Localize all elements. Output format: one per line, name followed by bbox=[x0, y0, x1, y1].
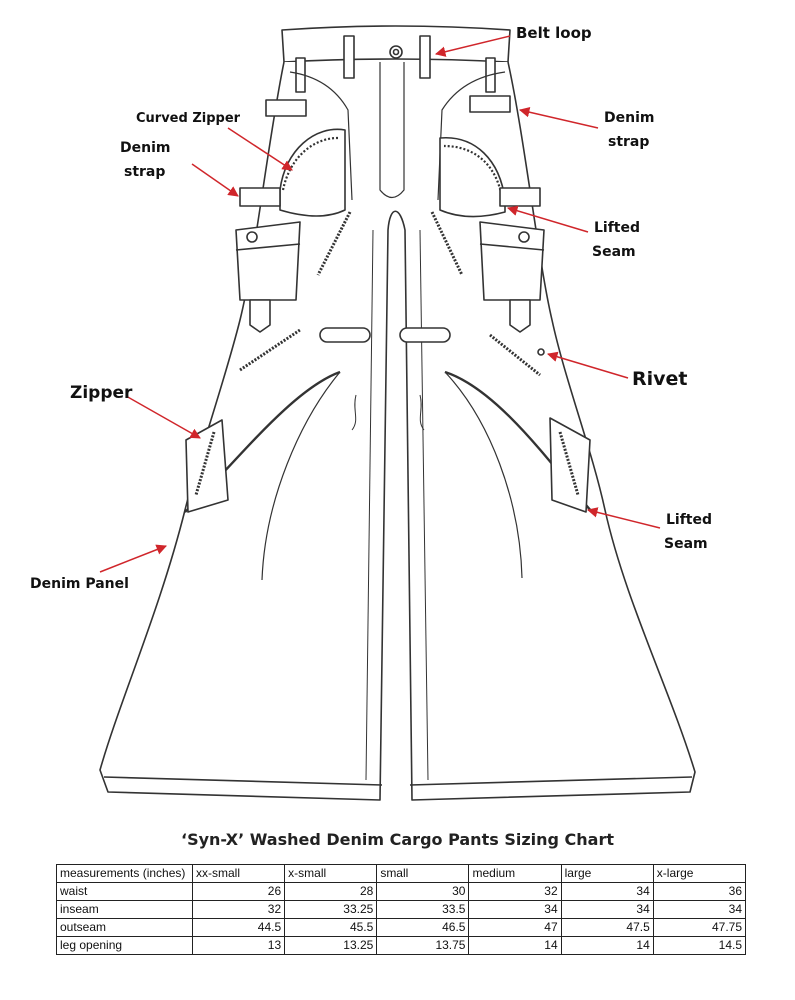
table-cell: 14.5 bbox=[652, 936, 747, 955]
table-cell: 32 bbox=[191, 900, 286, 919]
cargo-pocket-left bbox=[235, 221, 301, 301]
arrow-zipper bbox=[125, 395, 201, 439]
curved-zipper-pocket-right bbox=[439, 137, 506, 218]
header-cell: measurements (inches) bbox=[56, 864, 193, 883]
table-header-row: measurements (inches) xx-small x-small s… bbox=[56, 864, 747, 883]
header-cell: medium bbox=[468, 864, 562, 883]
header-cell: x-small bbox=[284, 864, 378, 883]
header-cell: large bbox=[560, 864, 654, 883]
table-cell: 47 bbox=[468, 918, 562, 937]
table-cell: 30 bbox=[376, 882, 470, 901]
row-label: outseam bbox=[56, 918, 193, 937]
table-cell: 34 bbox=[468, 900, 562, 919]
table-cell: 45.5 bbox=[284, 918, 378, 937]
belt-loop-right bbox=[419, 35, 431, 79]
table-cell: 47.5 bbox=[560, 918, 654, 937]
row-label: leg opening bbox=[56, 936, 193, 955]
denim-strap-right bbox=[499, 187, 541, 207]
table-cell: 33.25 bbox=[284, 900, 378, 919]
label-lifted-seam-upper-2: Seam bbox=[592, 244, 636, 260]
table-cell: 33.5 bbox=[376, 900, 470, 919]
arrow-rivet bbox=[546, 351, 629, 379]
label-denim-strap-right-1: Denim bbox=[604, 110, 654, 126]
table-cell: 14 bbox=[560, 936, 654, 955]
table-cell: 13.25 bbox=[284, 936, 378, 955]
label-denim-strap-left-2: strap bbox=[124, 164, 165, 180]
table-cell: 32 bbox=[468, 882, 562, 901]
belt-loop-left bbox=[343, 35, 355, 79]
arrow-curved-zipper bbox=[227, 127, 293, 171]
sizing-chart-title: ‘Syn-X’ Washed Denim Cargo Pants Sizing … bbox=[180, 830, 614, 849]
rivet bbox=[537, 348, 545, 356]
table-cell: 34 bbox=[652, 900, 747, 919]
button bbox=[389, 45, 403, 59]
table-cell: 14 bbox=[468, 936, 562, 955]
denim-strap-left bbox=[239, 187, 281, 207]
label-lifted-seam-upper-1: Lifted bbox=[594, 220, 640, 236]
table-row: outseam 44.5 45.5 46.5 47 47.5 47.75 bbox=[56, 918, 747, 937]
table-cell: 13 bbox=[191, 936, 286, 955]
header-cell: x-large bbox=[652, 864, 747, 883]
label-belt-loop: Belt loop bbox=[516, 24, 592, 42]
table-cell: 47.75 bbox=[652, 918, 747, 937]
label-rivet: Rivet bbox=[632, 368, 688, 390]
annotation-arrows bbox=[99, 35, 661, 573]
label-curved-zipper: Curved Zipper bbox=[136, 111, 241, 126]
table-cell: 34 bbox=[560, 882, 654, 901]
arrow-lifted-seam-upper bbox=[506, 205, 589, 233]
table-cell: 28 bbox=[284, 882, 378, 901]
sizing-table: measurements (inches) xx-small x-small s… bbox=[56, 864, 747, 955]
table-cell: 34 bbox=[560, 900, 654, 919]
label-lifted-seam-lower-2: Seam bbox=[664, 536, 708, 552]
table-row: waist 26 28 30 32 34 36 bbox=[56, 882, 747, 901]
label-denim-strap-left-1: Denim bbox=[120, 140, 170, 156]
table-row: inseam 32 33.25 33.5 34 34 34 bbox=[56, 900, 747, 919]
table-cell: 46.5 bbox=[376, 918, 470, 937]
pants-diagram: Belt loop Curved Zipper Denim strap Deni… bbox=[30, 24, 712, 801]
table-row: leg opening 13 13.25 13.75 14 14 14.5 bbox=[56, 936, 747, 955]
zipper-lower-left bbox=[194, 431, 216, 496]
hem-right bbox=[409, 776, 693, 786]
cargo-pocket-right bbox=[479, 221, 545, 301]
table-cell: 26 bbox=[191, 882, 286, 901]
label-lifted-seam-lower-1: Lifted bbox=[666, 512, 712, 528]
zipper-upper-right bbox=[430, 211, 464, 276]
fly bbox=[379, 62, 405, 199]
curved-zipper-pocket-left bbox=[279, 128, 346, 217]
table-cell: 36 bbox=[652, 882, 747, 901]
arrow-lifted-seam-lower bbox=[586, 507, 661, 529]
zipper-upper-left bbox=[316, 211, 352, 276]
hem-left bbox=[103, 776, 383, 786]
row-label: waist bbox=[56, 882, 193, 901]
arrow-denim-strap-left bbox=[191, 163, 239, 197]
header-cell: xx-small bbox=[191, 864, 286, 883]
label-denim-strap-right-2: strap bbox=[608, 134, 649, 150]
arrow-belt-loop bbox=[434, 35, 511, 57]
row-label: inseam bbox=[56, 900, 193, 919]
arrow-denim-strap-right bbox=[518, 107, 599, 129]
pants-outline bbox=[99, 61, 696, 801]
table-cell: 13.75 bbox=[376, 936, 470, 955]
pants-drawing bbox=[99, 25, 696, 801]
header-cell: small bbox=[376, 864, 470, 883]
label-zipper: Zipper bbox=[70, 383, 133, 403]
table-cell: 44.5 bbox=[191, 918, 286, 937]
arrow-denim-panel bbox=[99, 544, 167, 573]
label-denim-panel: Denim Panel bbox=[30, 576, 129, 592]
annotation-labels: Belt loop Curved Zipper Denim strap Deni… bbox=[30, 24, 712, 592]
